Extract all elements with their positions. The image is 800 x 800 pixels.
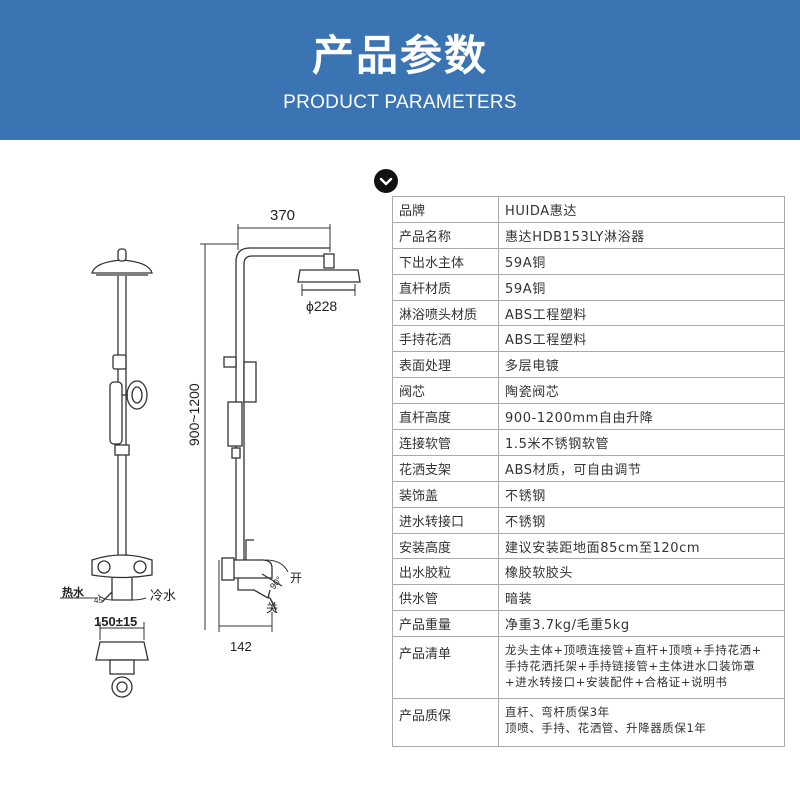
param-value: 建议安装距地面85cm至120cm xyxy=(498,532,785,560)
table-row-warranty: 产品质保 直杆、弯杆质保3年 顶喷、手持、花洒管、升降器质保1年 xyxy=(392,698,785,748)
depth-dimension-label: 142 xyxy=(230,639,252,654)
page-title: 产品参数 xyxy=(311,31,488,80)
head-diameter-label: ϕ228 xyxy=(306,298,337,314)
param-key: 阀芯 xyxy=(392,377,499,405)
param-value: ABS工程塑料 xyxy=(498,299,785,327)
param-value: 不锈钢 xyxy=(498,506,785,534)
param-value: ABS工程塑料 xyxy=(498,325,785,353)
param-key: 表面处理 xyxy=(392,351,499,379)
package-line: +进水转接口+安装配件+合格证+说明书 xyxy=(505,675,728,690)
param-key: 品牌 xyxy=(392,196,499,223)
package-line: 手持花洒托架+手持链接管+主体进水口装饰罩 xyxy=(505,659,756,674)
param-value: 1.5米不锈钢软管 xyxy=(498,429,785,456)
param-value: 橡胶软胶头 xyxy=(498,558,785,586)
param-value: 59A铜 xyxy=(498,247,785,275)
param-key: 安装高度 xyxy=(392,532,499,560)
param-value: 59A铜 xyxy=(498,273,785,301)
cold-water-label: 冷水 xyxy=(150,588,176,603)
height-dimension-label: 900~1200 xyxy=(186,383,202,446)
hot-water-label: 热水 xyxy=(62,585,85,599)
param-value: 惠达HDB153LY淋浴器 xyxy=(498,221,785,249)
collapse-toggle-button[interactable] xyxy=(374,169,398,193)
param-value: 龙头主体+顶喷连接管+直杆+顶喷+手持花洒+ 手持花洒托架+手持链接管+主体进水… xyxy=(498,636,785,700)
table-row: 阀芯陶瓷阀芯 xyxy=(392,377,785,405)
table-row: 供水管暗装 xyxy=(392,584,785,612)
param-key: 产品名称 xyxy=(392,221,499,249)
table-row: 产品重量净重3.7kg/毛重5kg xyxy=(392,610,785,638)
page-subtitle: PRODUCT PARAMETERS xyxy=(283,92,517,113)
param-key: 淋浴喷头材质 xyxy=(392,299,499,327)
table-row: 出水胶粒橡胶软胶头 xyxy=(392,558,785,586)
param-key: 装饰盖 xyxy=(392,480,499,508)
spacing-dimension-label: 150±15 xyxy=(94,614,137,629)
shower-dimension-drawing: 370 ϕ228 900~1200 热水 45 冷水 150±15 142 开 … xyxy=(60,207,361,698)
param-key: 手持花洒 xyxy=(392,325,499,353)
open-label: 开 xyxy=(290,571,302,585)
param-value: 不锈钢 xyxy=(498,480,785,508)
table-row: 安装高度建议安装距地面85cm至120cm xyxy=(392,532,785,560)
param-key: 下出水主体 xyxy=(392,247,499,275)
param-key: 直杆高度 xyxy=(392,403,499,431)
param-key: 产品重量 xyxy=(392,610,499,638)
header-banner: 产品参数 PRODUCT PARAMETERS xyxy=(0,0,800,140)
param-value: 直杆、弯杆质保3年 顶喷、手持、花洒管、升降器质保1年 xyxy=(498,698,785,748)
warranty-line: 顶喷、手持、花洒管、升降器质保1年 xyxy=(505,721,707,736)
table-row: 进水转接口不锈钢 xyxy=(392,506,785,534)
param-value: 净重3.7kg/毛重5kg xyxy=(498,610,785,638)
param-value: HUIDA惠达 xyxy=(498,196,785,223)
table-row-package-list: 产品清单 龙头主体+顶喷连接管+直杆+顶喷+手持花洒+ 手持花洒托架+手持链接管… xyxy=(392,636,785,700)
param-value: 陶瓷阀芯 xyxy=(498,377,785,405)
param-value: 多层电镀 xyxy=(498,351,785,379)
table-row: 装饰盖不锈钢 xyxy=(392,480,785,508)
param-key: 产品清单 xyxy=(392,636,499,700)
param-value: 900-1200mm自由升降 xyxy=(498,403,785,431)
param-key: 直杆材质 xyxy=(392,273,499,301)
table-row: 产品名称惠达HDB153LY淋浴器 xyxy=(392,221,785,249)
chevron-down-icon xyxy=(379,177,393,186)
angle-label: 45 xyxy=(94,596,103,605)
warranty-line: 直杆、弯杆质保3年 xyxy=(505,705,610,720)
param-key: 产品质保 xyxy=(392,698,499,748)
param-key: 连接软管 xyxy=(392,429,499,456)
close-label: 关 xyxy=(266,601,278,615)
param-value: ABS材质，可自由调节 xyxy=(498,454,785,482)
width-dimension-label: 370 xyxy=(270,207,295,224)
param-value: 暗装 xyxy=(498,584,785,612)
param-key: 进水转接口 xyxy=(392,506,499,534)
table-row: 表面处理多层电镀 xyxy=(392,351,785,379)
param-key: 花洒支架 xyxy=(392,454,499,482)
param-key: 供水管 xyxy=(392,584,499,612)
package-line: 龙头主体+顶喷连接管+直杆+顶喷+手持花洒+ xyxy=(505,643,762,658)
param-key: 出水胶粒 xyxy=(392,558,499,586)
